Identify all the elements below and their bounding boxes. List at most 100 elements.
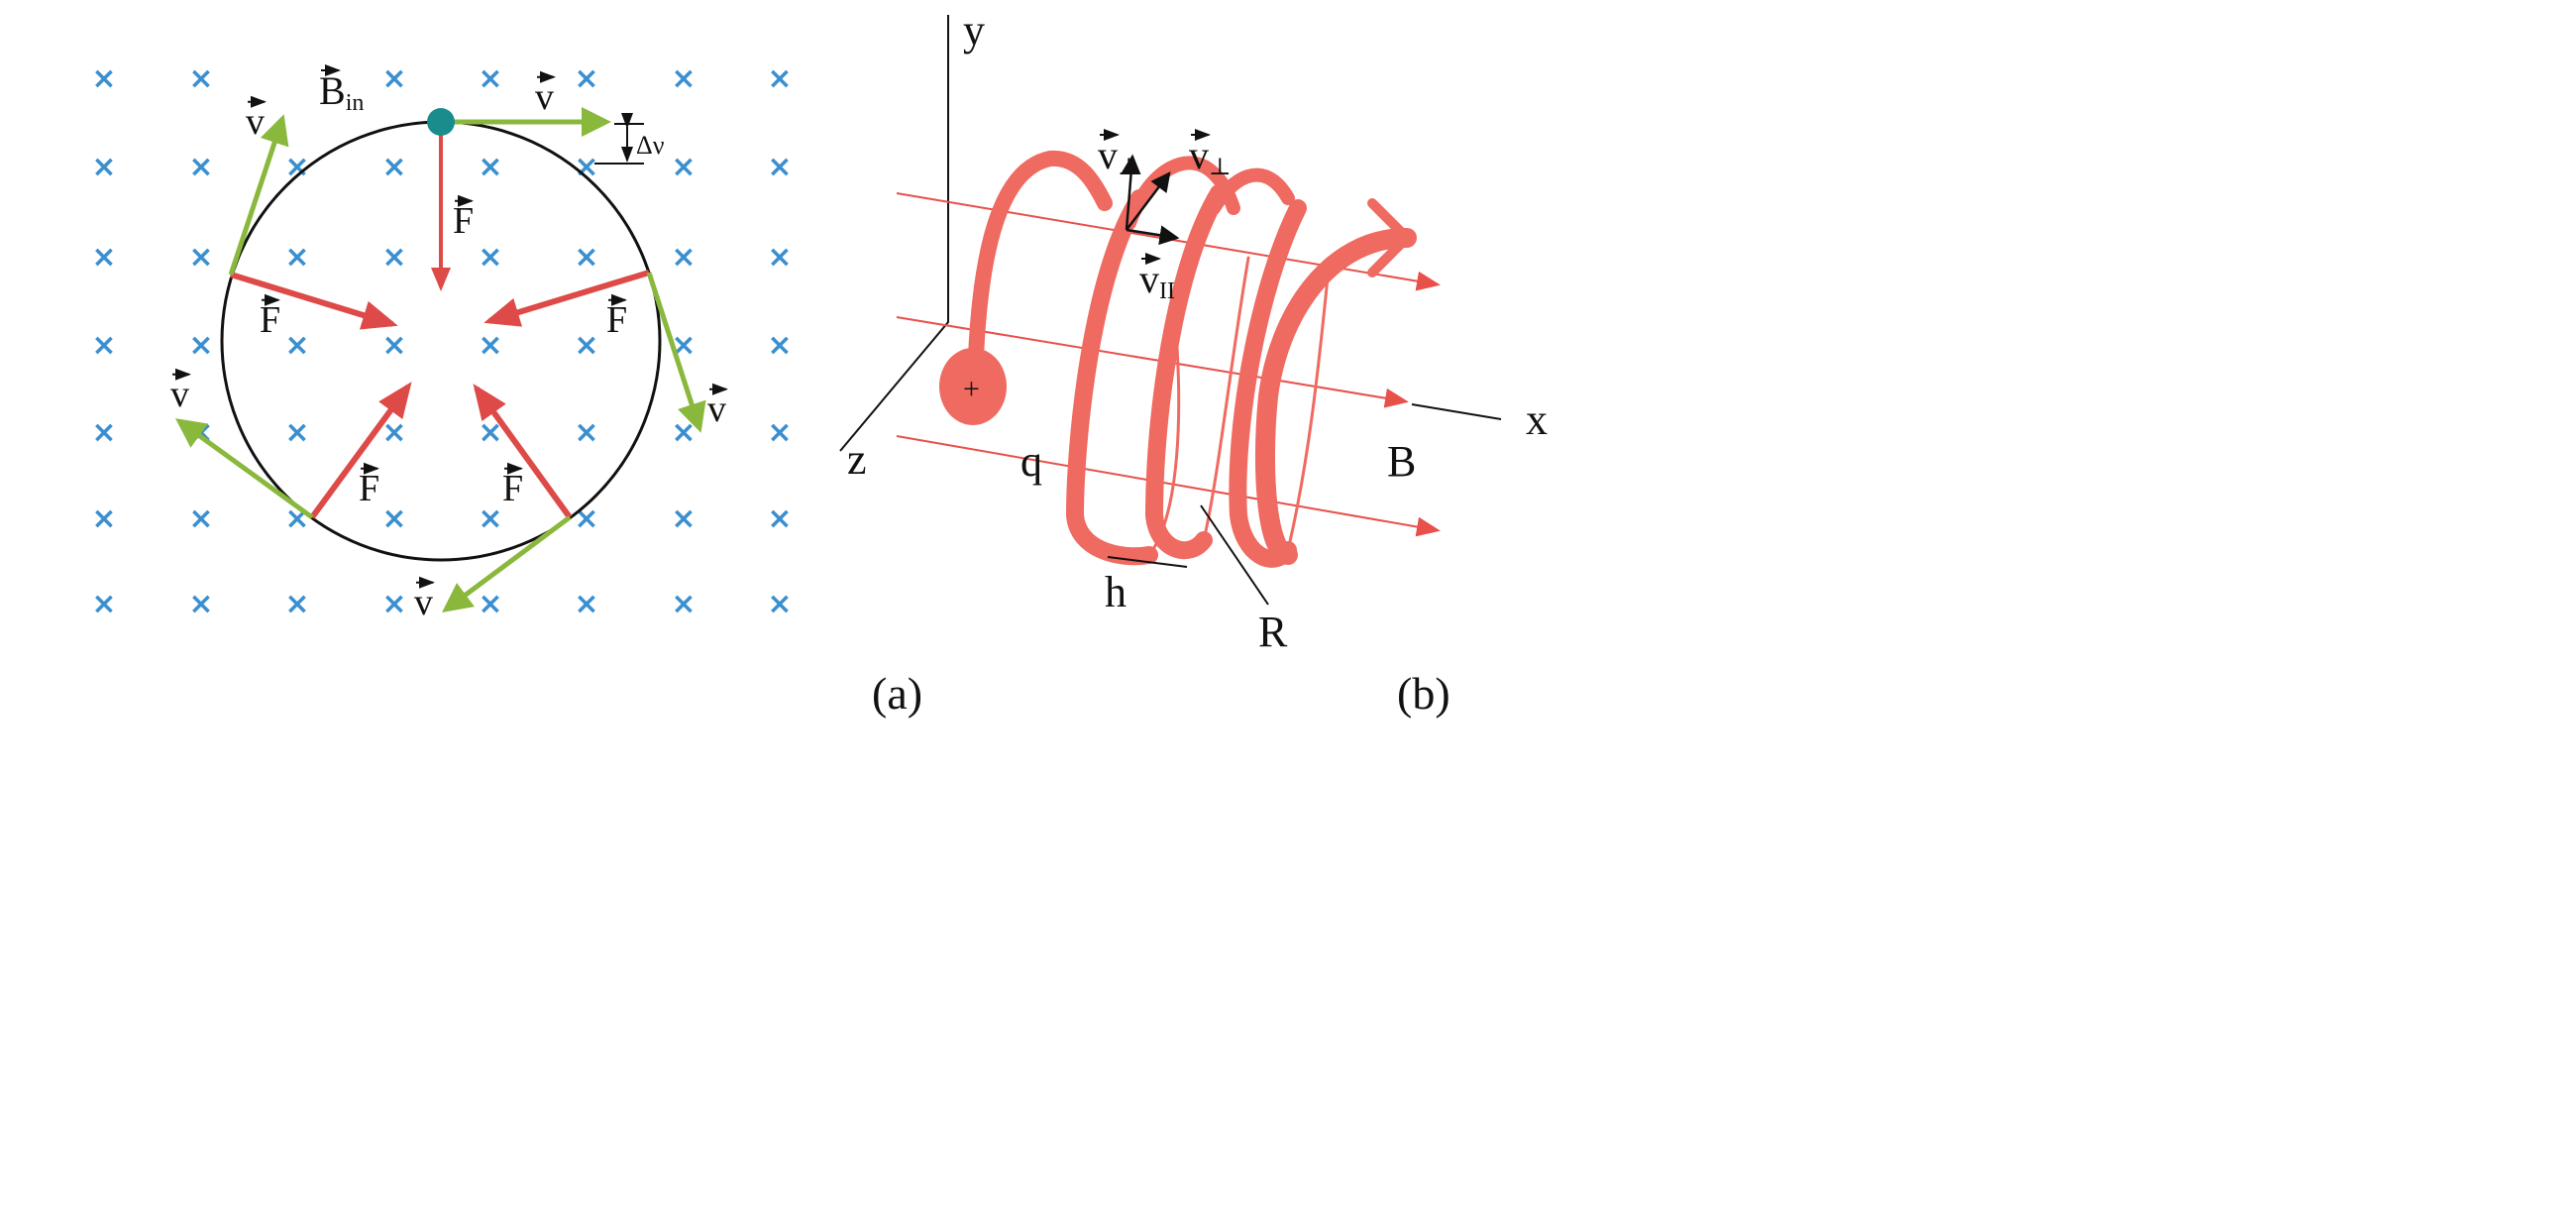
x-axis xyxy=(1411,403,1502,420)
field-into-page-icon: × xyxy=(188,150,213,184)
svg-text:F: F xyxy=(453,200,474,242)
v-perp-label: v⊥ xyxy=(1098,129,1140,180)
charge-particle xyxy=(939,348,1007,425)
force-arrow xyxy=(309,382,412,519)
field-into-page-icon: × xyxy=(478,587,502,621)
field-into-page-icon: × xyxy=(767,61,792,96)
svg-text:Bin: Bin xyxy=(319,68,364,116)
field-into-page-icon: × xyxy=(574,61,598,96)
svg-text:v: v xyxy=(535,76,554,118)
field-into-page-icon: × xyxy=(188,61,213,96)
field-into-page-icon: × xyxy=(188,587,213,621)
charge-sign: + xyxy=(963,373,980,405)
field-into-page-icon: × xyxy=(91,150,116,184)
field-into-page-icon: × xyxy=(478,328,502,363)
field-into-page-icon: × xyxy=(767,501,792,536)
field-into-page-icon: × xyxy=(381,240,406,275)
field-into-page-icon: × xyxy=(381,61,406,96)
svg-text:v⊥: v⊥ xyxy=(1189,133,1232,180)
field-into-page-icon: × xyxy=(478,61,502,96)
field-into-page-icon: × xyxy=(284,415,309,450)
field-into-page-icon: × xyxy=(574,501,598,536)
svg-text:v: v xyxy=(170,374,189,415)
field-into-page-icon: × xyxy=(671,501,696,536)
velocity-arrow xyxy=(228,114,289,276)
velocity-label: v xyxy=(535,70,556,118)
field-into-page-icon: × xyxy=(671,61,696,96)
velocity-arrow xyxy=(646,272,706,433)
field-into-page-icon: × xyxy=(284,587,309,621)
velocity-label: v xyxy=(246,95,267,143)
force-arrow xyxy=(483,270,650,327)
field-into-page-icon: × xyxy=(284,240,309,275)
svg-text:F: F xyxy=(502,468,523,509)
field-into-page-icon: × xyxy=(767,328,792,363)
svg-text:v: v xyxy=(414,582,433,623)
field-into-page-icon: × xyxy=(91,328,116,363)
delta-v-marker xyxy=(594,113,644,165)
field-into-page-icon: × xyxy=(574,587,598,621)
field-into-page-icon: × xyxy=(767,150,792,184)
v-perp-label: v⊥ xyxy=(1189,129,1232,180)
velocity-arrow xyxy=(174,418,314,520)
force-label: F xyxy=(453,194,474,242)
field-into-page-icon: × xyxy=(478,240,502,275)
magnetic-field-grid: × × × × × × × × × × × × × × × × × × × × × × × × × × × × × × × × × × × × × × × ×… xyxy=(91,61,792,621)
axis-z-label: z xyxy=(847,435,867,484)
velocity-label: v xyxy=(170,368,191,415)
velocity-components xyxy=(1121,154,1180,246)
force-label: F xyxy=(502,462,523,509)
field-into-page-icon: × xyxy=(188,501,213,536)
field-into-page-icon: × xyxy=(188,328,213,363)
helix-path xyxy=(968,150,1417,568)
force-arrow xyxy=(230,272,398,330)
field-into-page-icon: × xyxy=(381,328,406,363)
field-into-page-icon: × xyxy=(671,150,696,184)
axis-y-label: y xyxy=(963,6,985,55)
field-into-page-icon: × xyxy=(671,587,696,621)
dimension-lines xyxy=(1107,504,1269,606)
caption-b: (b) xyxy=(1397,668,1450,719)
field-label-b: B xyxy=(1387,437,1416,486)
field-into-page-icon: × xyxy=(574,240,598,275)
axes xyxy=(839,15,1502,452)
field-into-page-icon: × xyxy=(91,240,116,275)
pitch-label: h xyxy=(1105,568,1127,616)
field-label: Bin xyxy=(319,64,364,116)
axis-x-label: x xyxy=(1526,395,1548,444)
field-into-page-icon: × xyxy=(767,415,792,450)
force-label: F xyxy=(260,293,280,341)
field-into-page-icon: × xyxy=(188,240,213,275)
field-into-page-icon: × xyxy=(91,587,116,621)
delta-v-label: Δν xyxy=(636,131,665,160)
velocity-label: v xyxy=(414,576,435,623)
field-into-page-icon: × xyxy=(574,415,598,450)
svg-text:v⊥: v⊥ xyxy=(1098,133,1140,180)
field-into-page-icon: × xyxy=(91,61,116,96)
field-into-page-icon: × xyxy=(91,501,116,536)
velocity-arrow xyxy=(441,514,572,612)
force-label: F xyxy=(359,462,379,509)
force-arrow xyxy=(473,384,573,519)
charge-label: q xyxy=(1020,437,1042,486)
v-parallel-label: vII xyxy=(1139,253,1175,304)
field-into-page-icon: × xyxy=(91,415,116,450)
caption-a: (a) xyxy=(872,668,922,719)
field-into-page-icon: × xyxy=(381,587,406,621)
field-into-page-icon: × xyxy=(381,501,406,536)
field-into-page-icon: × xyxy=(671,240,696,275)
svg-text:F: F xyxy=(359,468,379,509)
force-label: F xyxy=(606,293,627,341)
field-into-page-icon: × xyxy=(381,150,406,184)
field-into-page-icon: × xyxy=(284,328,309,363)
field-into-page-icon: × xyxy=(478,501,502,536)
force-arrows xyxy=(230,129,650,519)
radius-label: R xyxy=(1258,608,1288,656)
field-into-page-icon: × xyxy=(574,328,598,363)
field-into-page-icon: × xyxy=(767,240,792,275)
y-z-axes xyxy=(839,15,949,452)
velocity-arrows xyxy=(174,107,706,612)
svg-text:v: v xyxy=(707,389,726,430)
